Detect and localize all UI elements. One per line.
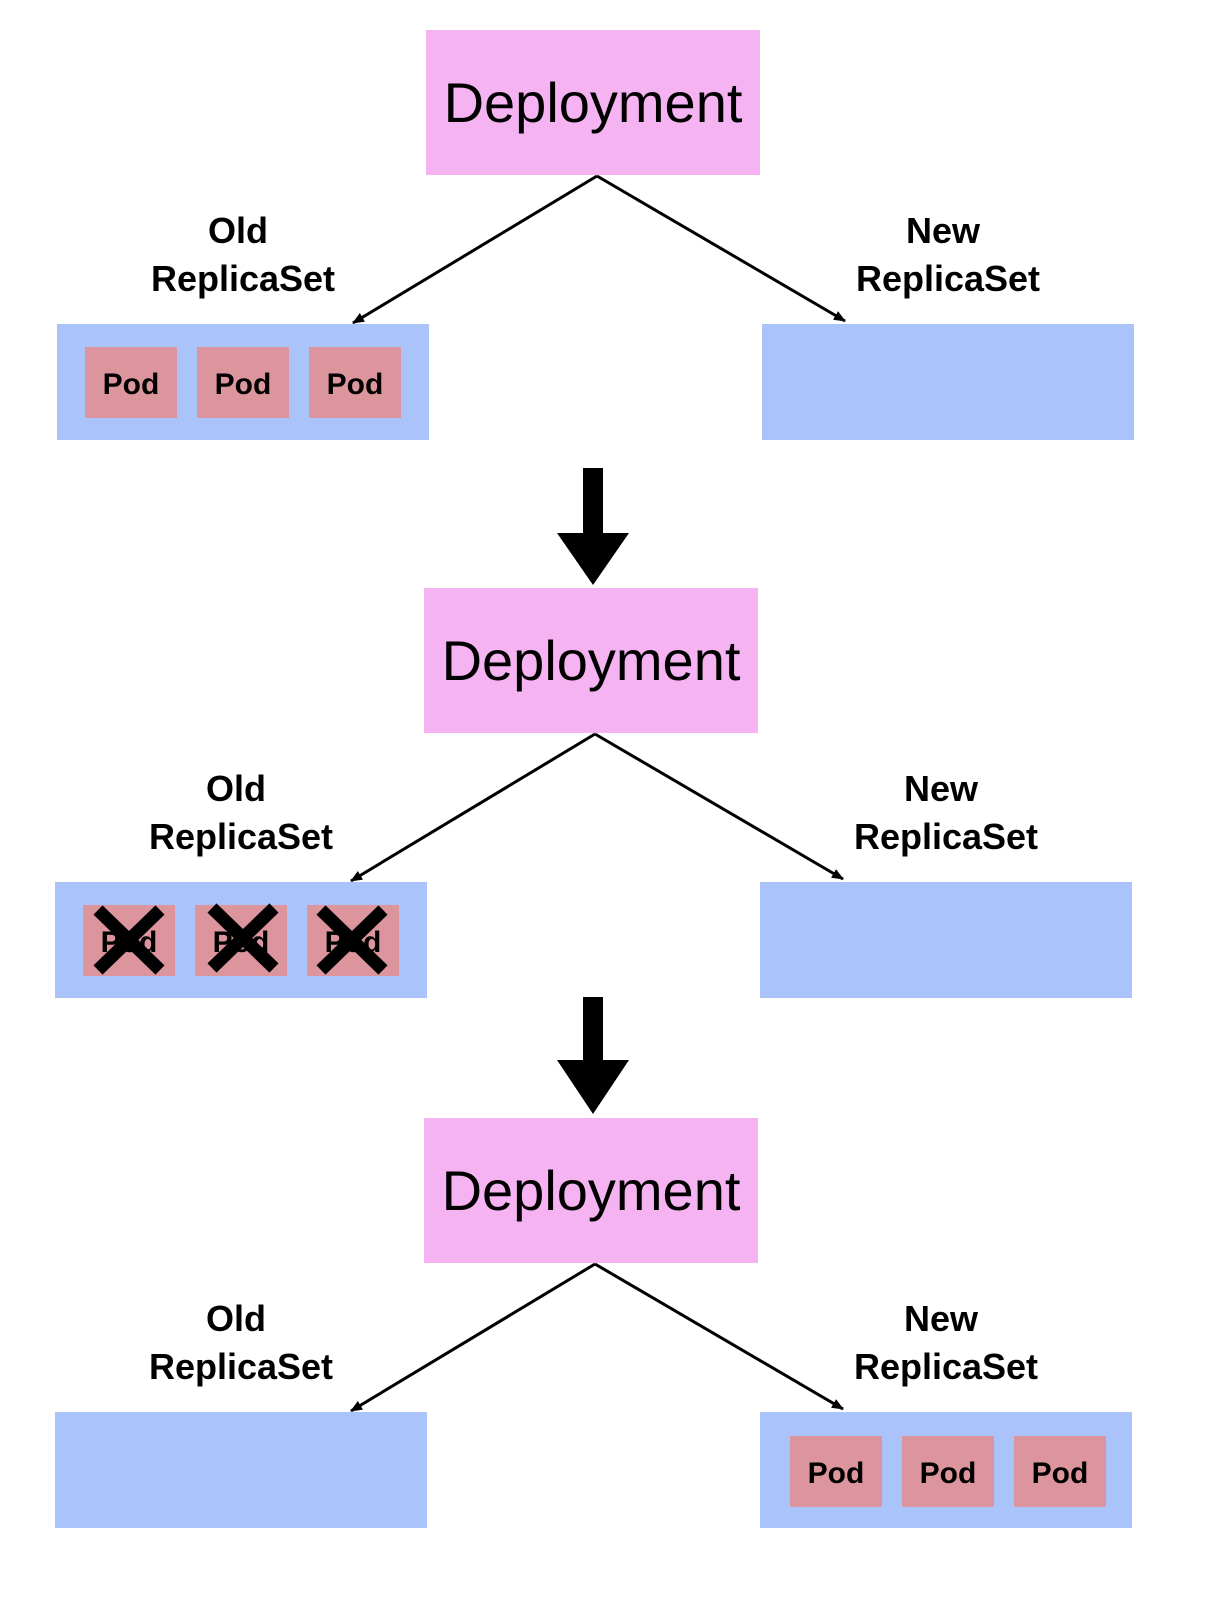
deployment-box	[424, 588, 758, 733]
pod-label: Pod	[215, 368, 272, 401]
deployment-label: Deployment	[442, 629, 741, 692]
pod: Pod	[309, 347, 401, 418]
pod-label: Pod	[1032, 1457, 1089, 1490]
new-replicaset-box	[760, 882, 1132, 998]
branch-arrow-old	[350, 732, 596, 883]
pod-box	[790, 1436, 882, 1507]
pod-label: Pod	[327, 368, 384, 401]
branch-arrow-old	[352, 174, 598, 325]
deployment-label: Deployment	[444, 71, 743, 134]
pod-label: Pod	[920, 1457, 977, 1490]
cross-icon	[93, 905, 165, 975]
pod: Pod	[902, 1436, 994, 1507]
stage-3: Deployment Old ReplicaSet New ReplicaSet…	[55, 1118, 1132, 1528]
deployment-box	[424, 1118, 758, 1263]
branch-arrow-old	[350, 1262, 596, 1413]
pod: Pod	[1014, 1436, 1106, 1507]
stage-1: Deployment Old ReplicaSet New ReplicaSet…	[57, 30, 1134, 440]
pod-label: Pod	[103, 368, 160, 401]
new-replicaset-label: New ReplicaSet	[856, 210, 1040, 299]
transition-arrow-down	[557, 997, 629, 1114]
new-replicaset-label: New ReplicaSet	[854, 768, 1038, 857]
cross-icon	[207, 903, 279, 973]
branch-arrow-new	[594, 732, 844, 881]
pod-box	[902, 1436, 994, 1507]
pod-terminated: Pod	[307, 905, 399, 976]
cross-icon	[316, 905, 388, 975]
pod-box	[85, 347, 177, 418]
branch-arrow-new	[594, 1262, 844, 1411]
new-replicaset-box	[762, 324, 1134, 440]
pod-label: Pod	[808, 1457, 865, 1490]
pod: Pod	[85, 347, 177, 418]
old-replicaset-label: Old ReplicaSet	[151, 210, 335, 299]
pod: Pod	[197, 347, 289, 418]
pod-terminated: Pod	[195, 903, 287, 976]
transition-arrow-down	[557, 468, 629, 585]
deployment-box	[426, 30, 760, 175]
deployment-label: Deployment	[442, 1159, 741, 1222]
branch-arrow-new	[596, 174, 846, 323]
old-replicaset-label: Old ReplicaSet	[149, 1298, 333, 1387]
old-replicaset-label: Old ReplicaSet	[149, 768, 333, 857]
new-replicaset-label: New ReplicaSet	[854, 1298, 1038, 1387]
stage-2: Deployment Old ReplicaSet New ReplicaSet…	[55, 588, 1132, 998]
pod-box	[309, 347, 401, 418]
pod-terminated: Pod	[83, 905, 175, 976]
pod-box	[1014, 1436, 1106, 1507]
pod-box	[197, 347, 289, 418]
old-replicaset-box	[55, 1412, 427, 1528]
pod: Pod	[790, 1436, 882, 1507]
